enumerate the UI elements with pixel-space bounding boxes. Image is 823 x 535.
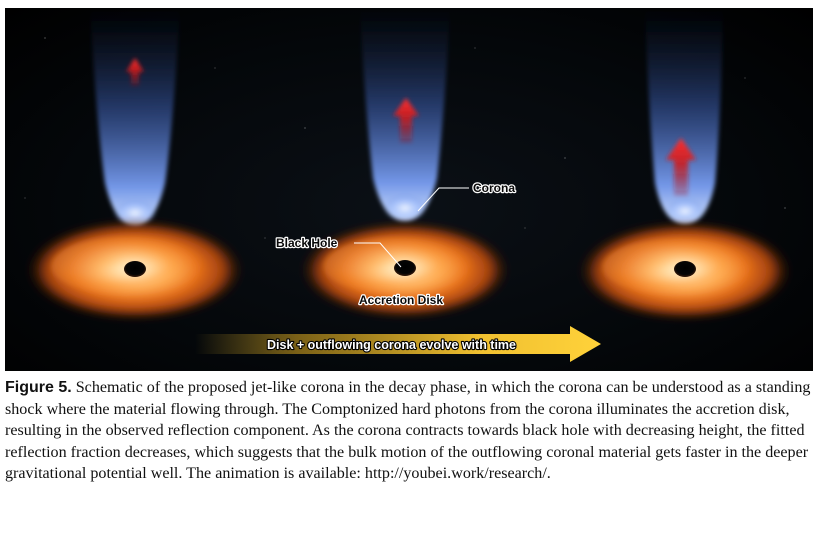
black-hole-leader-line: [354, 242, 402, 268]
outflow-arrow-2: [393, 98, 419, 143]
black-hole-3: [674, 261, 696, 277]
outflow-arrow-3: [666, 138, 696, 196]
accretion-disk-1: [27, 220, 243, 320]
time-arrow-label: Disk + outflowing corona evolve with tim…: [267, 338, 516, 352]
corona-leader-line: [417, 187, 469, 212]
starfield: [24, 37, 786, 239]
corona-label: Corona: [473, 181, 515, 195]
black-hole-1: [124, 261, 146, 277]
black-hole-2: [394, 260, 416, 276]
leader-lines: [354, 187, 469, 268]
schematic-svg: Corona Black Hole Accretion Disk Disk + …: [24, 8, 791, 362]
corona-jet-3: [645, 8, 723, 224]
time-evolution-arrow: Disk + outflowing corona evolve with tim…: [195, 326, 601, 362]
accretion-disk-2: [301, 222, 509, 318]
outflow-arrow-1: [126, 58, 144, 86]
figure-illustration: Corona Black Hole Accretion Disk Disk + …: [5, 8, 813, 371]
caption-text: Schematic of the proposed jet-like coron…: [5, 379, 811, 483]
accretion-disk-label: Accretion Disk: [359, 293, 443, 307]
black-hole-label: Black Hole: [276, 236, 338, 250]
corona-jet-1: [90, 8, 180, 227]
accretion-disk-3: [579, 222, 791, 320]
figure-caption: Figure 5. Schematic of the proposed jet-…: [5, 377, 817, 485]
caption-label: Figure 5.: [5, 379, 72, 396]
